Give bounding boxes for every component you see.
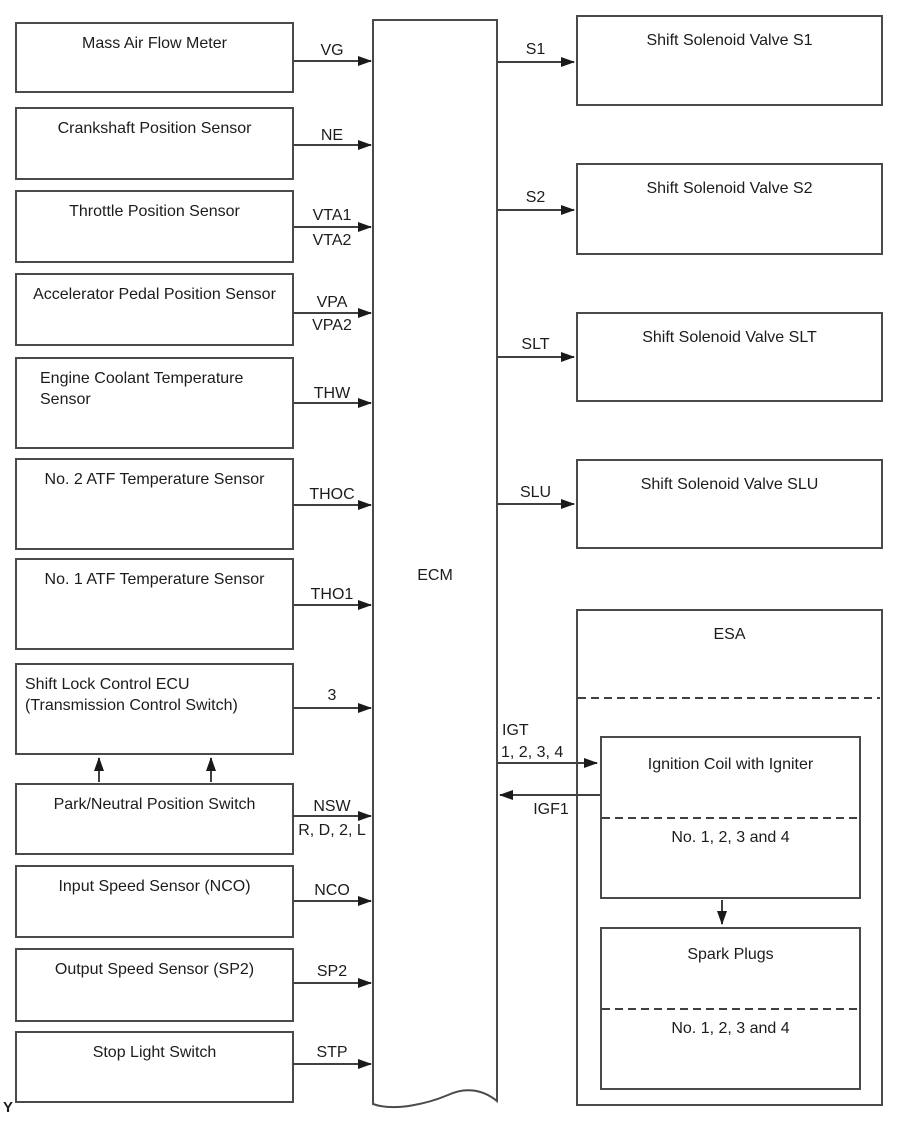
box-label: Shift Solenoid Valve SLU	[640, 476, 819, 493]
page-footnote: Y	[3, 1099, 14, 1116]
box-accelerator-pedal-position-sensor: Accelerator Pedal Position Sensor	[15, 273, 294, 346]
box-label: Spark Plugs	[687, 946, 774, 963]
box-label: Crankshaft Position Sensor	[57, 120, 252, 137]
box-label: Throttle Position Sensor	[69, 203, 240, 220]
signal-label-slu: SLU	[519, 484, 552, 501]
box-label: Shift Lock Control ECU (Transmission Con…	[25, 676, 238, 714]
box-label: Shift Solenoid Valve SLT	[642, 329, 817, 346]
signal-label-nco: NCO	[314, 882, 350, 899]
box-shift-solenoid-valve-slt: Shift Solenoid Valve SLT	[576, 312, 883, 402]
signal-label-thw: THW	[313, 385, 351, 402]
box-label: Shift Solenoid Valve S1	[646, 32, 813, 49]
box-no1-atf-temperature-sensor: No. 1 ATF Temperature Sensor	[15, 558, 294, 650]
box-engine-coolant-temperature-sensor: Engine Coolant Temperature Sensor	[15, 357, 294, 449]
box-shift-solenoid-valve-s2: Shift Solenoid Valve S2	[576, 163, 883, 255]
box-spark-plugs: Spark Plugs	[600, 927, 861, 1090]
signal-label-stp: STP	[316, 1044, 348, 1061]
signal-label-igt: IGT	[502, 722, 529, 739]
signal-label-s1: S1	[525, 41, 546, 58]
box-label: Output Speed Sensor (SP2)	[54, 961, 255, 978]
box-crankshaft-position-sensor: Crankshaft Position Sensor	[15, 107, 294, 180]
signal-label-vpa2: VPA2	[312, 317, 352, 334]
signal-label-thoc: THOC	[309, 486, 355, 503]
ignition-coil-cylinders-label: No. 1, 2, 3 and 4	[671, 829, 790, 846]
box-park-neutral-position-switch: Park/Neutral Position Switch	[15, 783, 294, 855]
signal-label-vpa: VPA	[316, 294, 348, 311]
box-label: Engine Coolant Temperature Sensor	[40, 370, 244, 408]
box-ignition-coil-with-igniter: Ignition Coil with Igniter	[600, 736, 861, 899]
box-no2-atf-temperature-sensor: No. 2 ATF Temperature Sensor	[15, 458, 294, 550]
box-label: Ignition Coil with Igniter	[647, 756, 814, 773]
signal-label-sp2: SP2	[316, 963, 348, 980]
signal-label-ne: NE	[320, 127, 344, 144]
signal-label-3: 3	[327, 687, 337, 704]
signal-label-tho1: THO1	[310, 586, 354, 603]
signal-label-vg: VG	[320, 42, 344, 59]
box-shift-solenoid-valve-slu: Shift Solenoid Valve SLU	[576, 459, 883, 549]
box-label: Mass Air Flow Meter	[82, 35, 227, 52]
box-mass-air-flow-meter: Mass Air Flow Meter	[15, 22, 294, 93]
esa-title: ESA	[713, 626, 746, 643]
signal-label-s2: S2	[525, 189, 546, 206]
box-label: Accelerator Pedal Position Sensor	[33, 286, 276, 303]
ecm-title: ECM	[417, 567, 453, 584]
spark-plugs-cylinders-label: No. 1, 2, 3 and 4	[671, 1020, 790, 1037]
box-throttle-position-sensor: Throttle Position Sensor	[15, 190, 294, 263]
box-label: No. 2 ATF Temperature Sensor	[44, 471, 265, 488]
box-stop-light-switch: Stop Light Switch	[15, 1031, 294, 1103]
box-input-speed-sensor: Input Speed Sensor (NCO)	[15, 865, 294, 938]
signal-label-vta1: VTA1	[312, 207, 352, 224]
box-output-speed-sensor: Output Speed Sensor (SP2)	[15, 948, 294, 1022]
signal-label-nsw: NSW	[313, 798, 351, 815]
box-shift-solenoid-valve-s1: Shift Solenoid Valve S1	[576, 15, 883, 106]
ecm-body-outline	[372, 19, 498, 1109]
signal-label-slt: SLT	[521, 336, 550, 353]
box-shift-lock-control-ecu: Shift Lock Control ECU (Transmission Con…	[15, 663, 294, 755]
box-label: Shift Solenoid Valve S2	[646, 180, 813, 197]
box-label: No. 1 ATF Temperature Sensor	[44, 571, 265, 588]
signal-label-igt-groups: 1, 2, 3, 4	[501, 744, 564, 761]
box-label: Stop Light Switch	[92, 1044, 217, 1061]
box-label: Park/Neutral Position Switch	[53, 796, 256, 813]
signal-label-vta2: VTA2	[312, 232, 352, 249]
signal-label-igf1: IGF1	[533, 801, 569, 818]
box-label: Input Speed Sensor (NCO)	[58, 878, 251, 895]
signal-label-rd2l: R, D, 2, L	[298, 822, 366, 839]
